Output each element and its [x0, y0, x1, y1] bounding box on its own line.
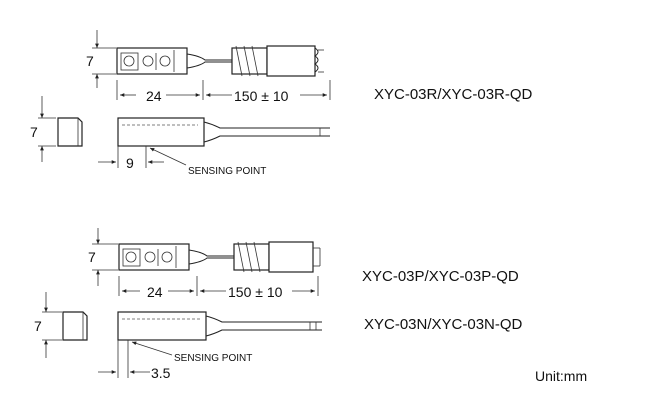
group-2-side-view: 7 3.5 SENSING POINT — [34, 292, 322, 381]
group-2-side-dim: 7 — [34, 318, 42, 334]
group-1-end-view — [57, 117, 83, 147]
unit-label: Unit:mm — [535, 368, 588, 384]
group-1-sensing-label: SENSING POINT — [188, 166, 266, 177]
group-1-cable-dim: 150 ± 10 — [234, 88, 289, 104]
group-1-height-dim: 7 — [86, 53, 94, 69]
model-label-xyc-03n: XYC-03N/XYC-03N-QD — [364, 316, 523, 333]
group-1-length-dim: 24 — [146, 88, 162, 104]
model-label-xyc-03r: XYC-03R/XYC-03R-QD — [374, 86, 533, 103]
group-2-sensing-label: SENSING POINT — [174, 353, 252, 364]
group-2-offset-dim: 3.5 — [151, 365, 171, 381]
group-1-side-view: 7 9 SENSING POINT — [30, 96, 330, 177]
group-2-cable-dim: 150 ± 10 — [228, 284, 283, 300]
model-label-xyc-03p: XYC-03P/XYC-03P-QD — [362, 268, 519, 285]
group-2-end-view — [62, 311, 88, 341]
group-2-length-dim: 24 — [147, 284, 163, 300]
group-1-top-view: 7 24 — [86, 30, 331, 104]
group-2-top-view: 7 24 150 ± 10 — [88, 228, 321, 300]
group-2-side-body — [117, 311, 207, 341]
group-2-height-dim: 7 — [88, 249, 96, 265]
group-1-side-body — [117, 117, 205, 147]
group-1-side-dim: 7 — [30, 124, 38, 140]
group-1-offset-dim: 9 — [126, 155, 134, 171]
group-2-sensor-body — [118, 243, 190, 271]
